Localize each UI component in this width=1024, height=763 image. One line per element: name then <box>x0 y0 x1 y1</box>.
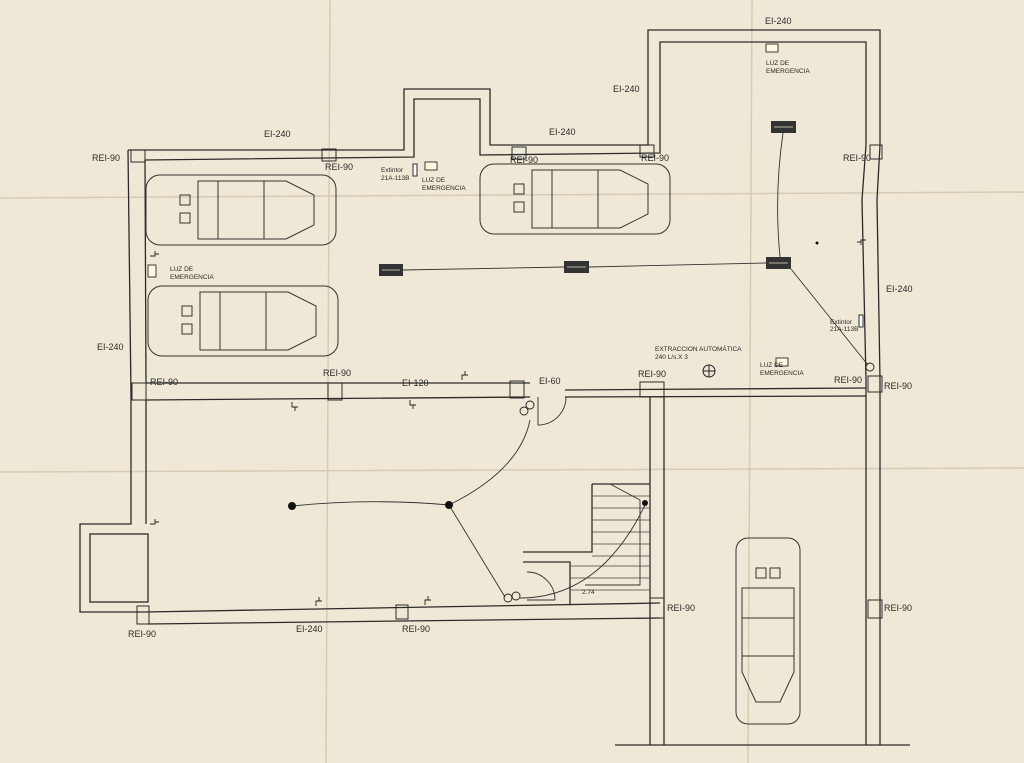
walls <box>79 29 910 746</box>
svg-text:EI-60: EI-60 <box>539 376 561 386</box>
stair-treads <box>570 483 650 591</box>
svg-text:REI-90: REI-90 <box>884 603 912 613</box>
svg-text:REI-90: REI-90 <box>834 375 862 385</box>
stair-dimension: 2.74 <box>582 589 595 596</box>
svg-text:EXTRACCION AUTOMÁTICA: EXTRACCION AUTOMÁTICA <box>655 344 742 353</box>
svg-text:Extintor: Extintor <box>830 319 853 326</box>
svg-text:REI-90: REI-90 <box>128 629 156 639</box>
car-icon <box>479 163 671 235</box>
svg-text:EI-120: EI-120 <box>402 378 429 388</box>
svg-text:REI-90: REI-90 <box>638 369 666 379</box>
svg-text:21A-113B: 21A-113B <box>381 175 409 182</box>
svg-text:EI-240: EI-240 <box>886 284 913 294</box>
fan-icon <box>702 364 716 378</box>
svg-text:REI-90: REI-90 <box>843 153 871 163</box>
svg-text:REI-90: REI-90 <box>325 162 353 172</box>
extinguisher-icon <box>412 163 864 328</box>
electrical-wiring <box>291 132 869 599</box>
svg-text:LUZ DE: LUZ DE <box>422 177 446 184</box>
column-markers <box>130 144 883 625</box>
svg-text:REI-90: REI-90 <box>641 153 669 163</box>
svg-text:EI-240: EI-240 <box>765 16 792 26</box>
svg-text:EI-240: EI-240 <box>613 84 640 94</box>
fire-rating-labels: EI-240 EI-240 EI-240 EI-240 EI-240 EI-24… <box>92 16 913 639</box>
svg-text:REI-90: REI-90 <box>323 368 351 378</box>
car-icon <box>735 537 801 725</box>
svg-text:21A-113B: 21A-113B <box>830 326 858 333</box>
svg-text:EMERGENCIA: EMERGENCIA <box>422 185 466 192</box>
extinguisher-labels: Extintor 21A-113B Extintor 21A-113B <box>381 167 858 333</box>
car-icon <box>145 174 337 246</box>
switch-icon <box>503 362 875 603</box>
car-icon <box>147 285 339 357</box>
lamp-stripes <box>382 126 793 271</box>
svg-text:EMERGENCIA: EMERGENCIA <box>766 68 810 75</box>
svg-text:REI-90: REI-90 <box>150 377 178 387</box>
svg-text:REI-90: REI-90 <box>92 153 120 163</box>
extraction-label: EXTRACCION AUTOMÁTICA 240 L/s.X 3 <box>655 344 742 361</box>
svg-text:EI-240: EI-240 <box>296 624 323 634</box>
svg-text:240 L/s.X 3: 240 L/s.X 3 <box>655 354 688 361</box>
lamp-icon <box>379 121 796 276</box>
emergency-light-labels: LUZ DE EMERGENCIA LUZ DE EMERGENCIA LUZ … <box>170 60 810 377</box>
svg-text:EMERGENCIA: EMERGENCIA <box>170 274 214 281</box>
svg-text:EI-240: EI-240 <box>97 342 124 352</box>
svg-text:EMERGENCIA: EMERGENCIA <box>760 370 804 377</box>
ceiling-light-points <box>288 241 819 510</box>
svg-text:LUZ DE: LUZ DE <box>766 60 790 67</box>
svg-text:EI-240: EI-240 <box>264 129 291 139</box>
svg-text:LUZ DE: LUZ DE <box>760 362 784 369</box>
emergency-light-icon <box>147 43 789 367</box>
svg-text:REI-90: REI-90 <box>402 624 430 634</box>
svg-text:REI-90: REI-90 <box>884 381 912 391</box>
svg-text:REI-90: REI-90 <box>667 603 695 613</box>
svg-text:Extintor: Extintor <box>381 167 404 174</box>
svg-text:EI-240: EI-240 <box>549 127 576 137</box>
svg-text:LUZ DE: LUZ DE <box>170 266 194 273</box>
wall-socket-icon <box>150 239 866 606</box>
doors <box>526 396 567 601</box>
svg-text:REI-90: REI-90 <box>510 155 538 165</box>
